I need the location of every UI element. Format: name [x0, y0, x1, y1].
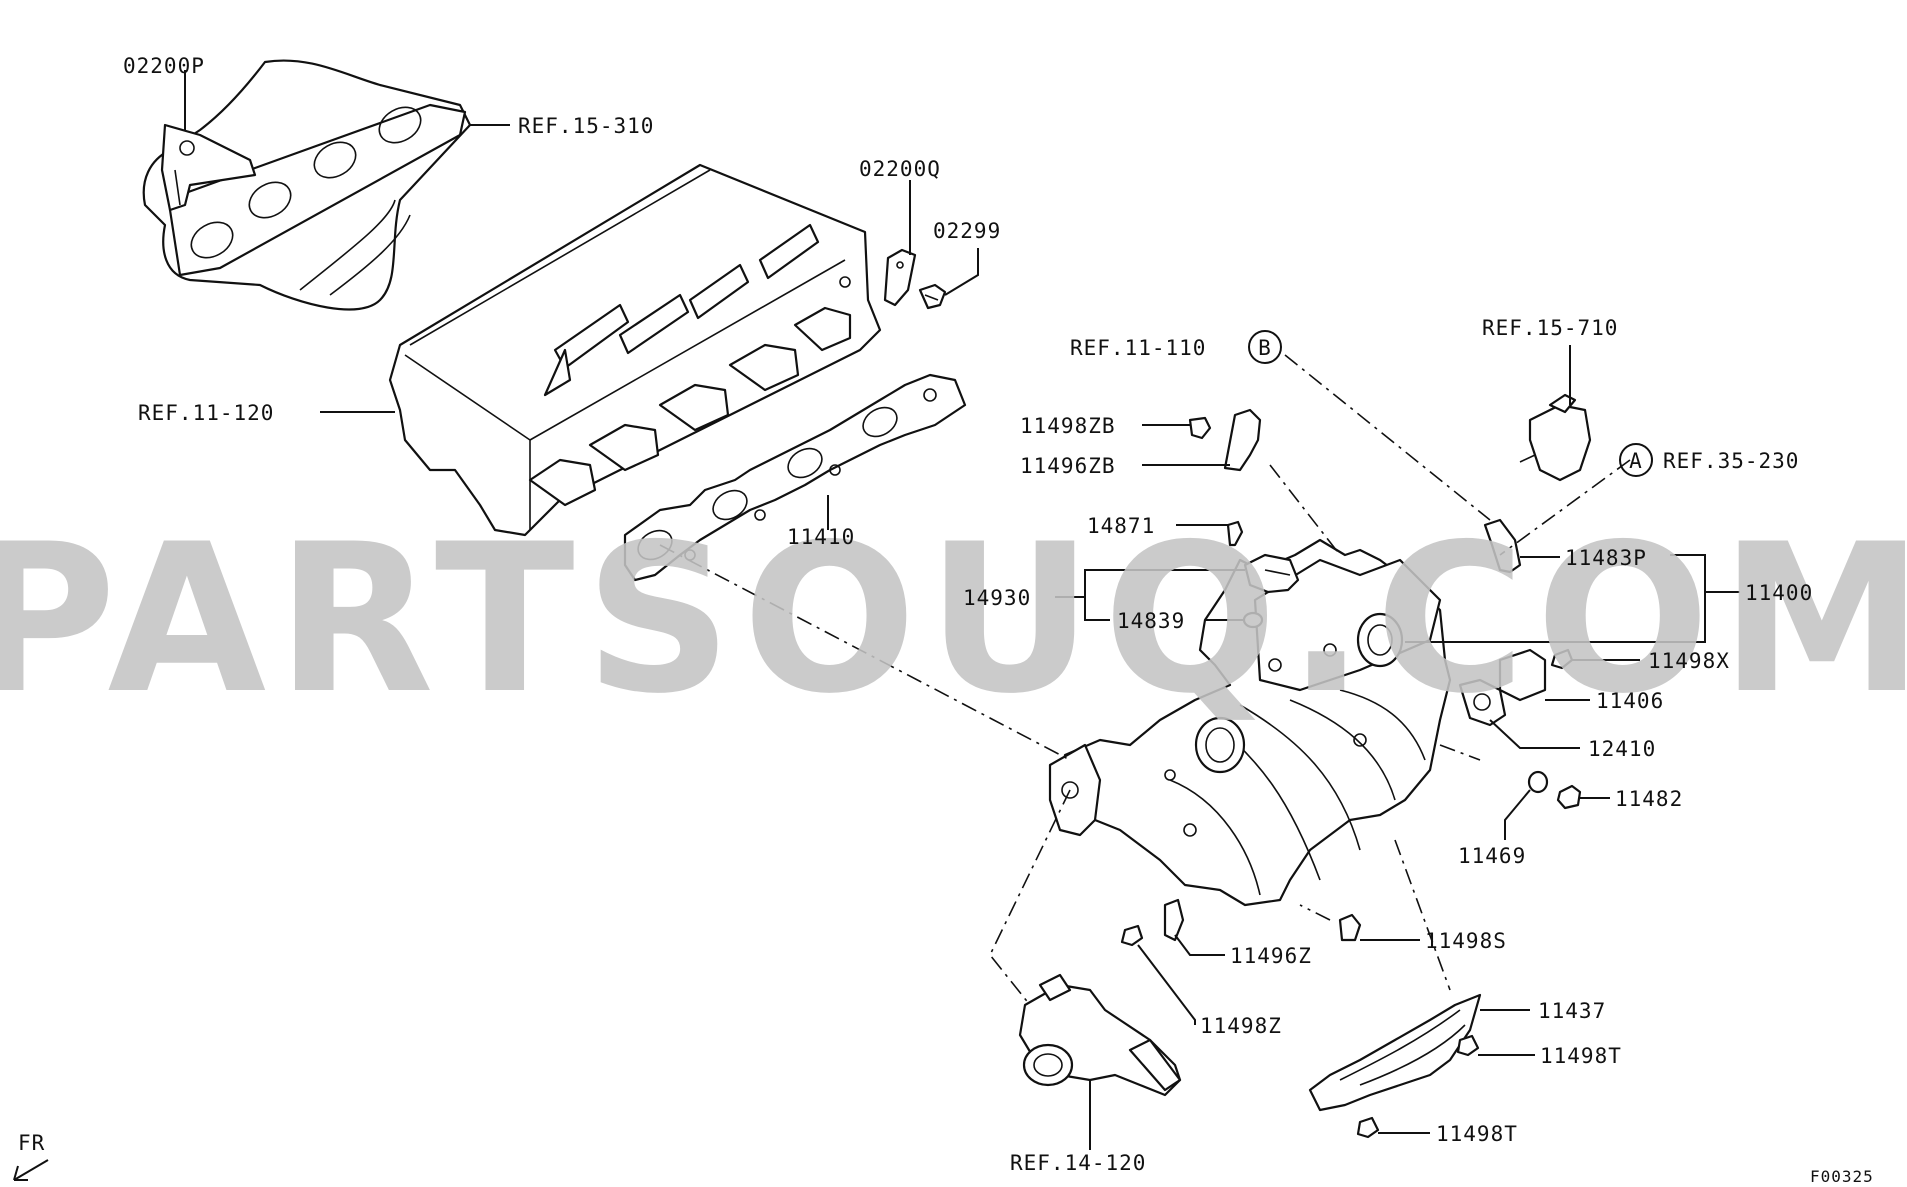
label-11410: 11410 — [787, 525, 855, 549]
bracket-11496zb-drawing — [1223, 408, 1262, 472]
label-14839: 14839 — [1117, 609, 1185, 633]
label-11437: 11437 — [1538, 999, 1606, 1023]
label-02200p: 02200P — [123, 54, 205, 78]
label-11498t-upper: 11498T — [1540, 1044, 1622, 1068]
label-ref-15-310: REF.15-310 — [518, 114, 654, 138]
hose-11483p-drawing — [1483, 518, 1522, 574]
label-14930: 14930 — [963, 586, 1031, 610]
label-11498x: 11498X — [1648, 649, 1730, 673]
label-ref-35-230: REF.35-230 — [1663, 449, 1799, 473]
bolt-11498x-drawing — [1550, 648, 1574, 670]
label-11469: 11469 — [1458, 844, 1526, 868]
label-11498zb: 11498ZB — [1020, 414, 1116, 438]
label-14871: 14871 — [1087, 514, 1155, 538]
bolt-02299-drawing — [918, 283, 947, 310]
washer-11469-drawing — [1527, 770, 1549, 794]
label-11496z: 11496Z — [1230, 944, 1312, 968]
bolt-14871-drawing — [1226, 520, 1244, 547]
label-12410: 12410 — [1588, 737, 1656, 761]
label-11482: 11482 — [1615, 787, 1683, 811]
bracket-02200q-drawing — [883, 248, 917, 307]
leader-lines — [184, 70, 1740, 1150]
dash-lines — [659, 354, 1631, 1006]
front-direction-indicator: FR — [13, 1131, 49, 1181]
label-11498z: 11498Z — [1200, 1014, 1282, 1038]
marker-b-letter: B — [1258, 336, 1272, 360]
bracket-11496z-drawing — [1163, 898, 1185, 942]
marker-b: B — [1248, 330, 1282, 364]
gasket-11410-drawing — [623, 373, 967, 582]
bolt-11498s-drawing — [1338, 913, 1362, 942]
intake-manifold-drawing — [1048, 538, 1452, 907]
sensor-14930-drawing — [1243, 553, 1300, 594]
label-ref-14-120: REF.14-120 — [1010, 1151, 1146, 1175]
nut-11482-drawing — [1556, 784, 1582, 810]
bracket-02200p-drawing — [160, 123, 257, 212]
gasket-12410-drawing — [1458, 678, 1507, 727]
cylinder-head-drawing — [388, 163, 882, 537]
label-ref-15-710: REF.15-710 — [1482, 316, 1618, 340]
bolt-11498t-lower-drawing — [1356, 1116, 1380, 1139]
label-11496zb: 11496ZB — [1020, 454, 1116, 478]
valve-ref-15-710-drawing — [1519, 393, 1592, 482]
label-11498s: 11498S — [1425, 929, 1507, 953]
label-11406: 11406 — [1596, 689, 1664, 713]
watermark: PARTSOUQ.COM — [0, 501, 1907, 739]
bolt-11498z-drawing — [1120, 924, 1144, 947]
thermostat-housing-drawing — [1018, 973, 1182, 1097]
bolt-11498zb-drawing — [1188, 416, 1212, 440]
label-11498t-lower: 11498T — [1436, 1122, 1518, 1146]
figure-code: F00325 — [1810, 1167, 1874, 1186]
exhaust-manifold-drawing — [142, 59, 472, 311]
plate-11406-drawing — [1498, 648, 1547, 702]
label-02200q: 02200Q — [859, 157, 941, 181]
label-ref-11-120: REF.11-120 — [138, 401, 274, 425]
label-02299: 02299 — [933, 219, 1001, 243]
bolt-11498t-upper-drawing — [1456, 1034, 1480, 1057]
part-labels: 02200P REF.15-310 02200Q 02299 REF.11-12… — [123, 54, 1874, 1186]
marker-a-letter: A — [1629, 449, 1643, 473]
label-ref-11-110: REF.11-110 — [1070, 336, 1206, 360]
front-direction-label: FR — [18, 1131, 45, 1155]
label-11400: 11400 — [1745, 581, 1813, 605]
heat-shield-11437-drawing — [1308, 993, 1482, 1112]
marker-a: A — [1619, 443, 1653, 477]
label-11483p: 11483P — [1565, 546, 1647, 570]
